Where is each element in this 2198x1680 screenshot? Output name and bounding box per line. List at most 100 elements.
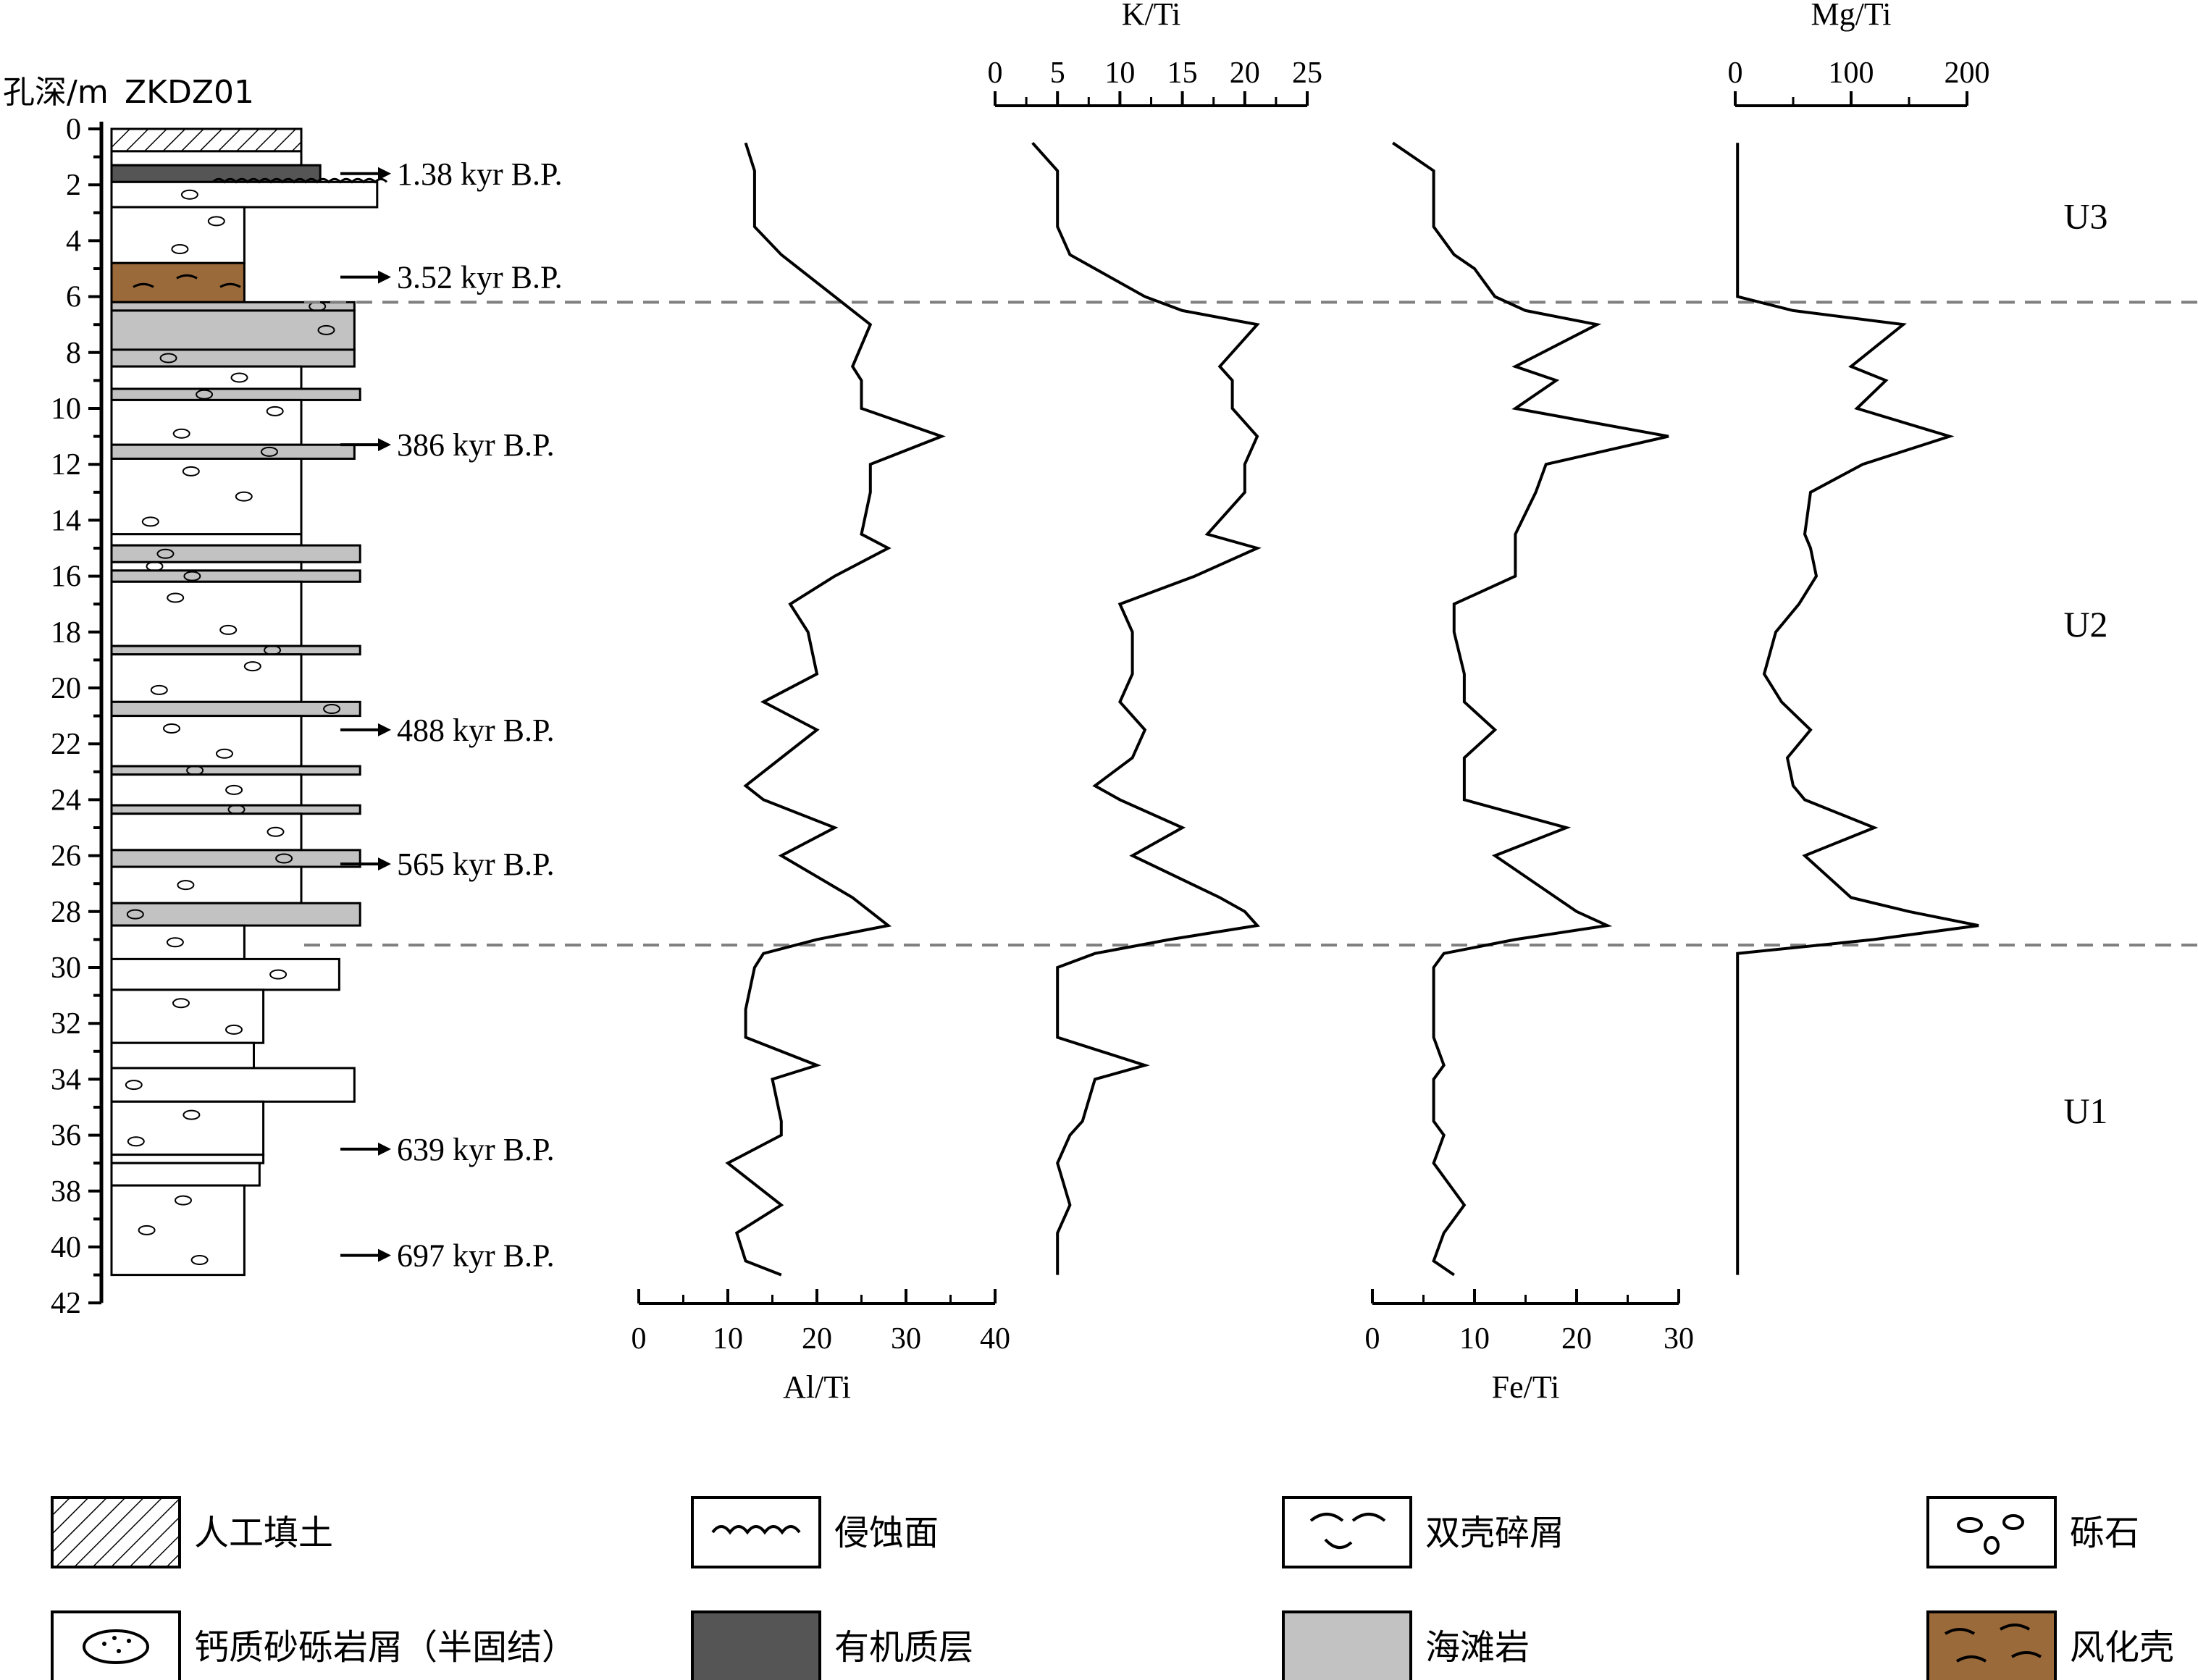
legend-gravel-symbol [2002,1514,2024,1530]
depth-tick-label: 16 [51,560,81,594]
legend-label: 有机质层 [834,1627,973,1668]
gravel-symbol [235,491,253,502]
series-tick-label: 0 [1728,56,1743,90]
depth-tick-label: 2 [66,169,81,202]
gravel-symbol [230,372,248,383]
lithology-layer-gravel [110,715,303,768]
unit-label: U1 [2063,1091,2107,1131]
legend: 人工填土侵蚀面双壳碎屑砾石钙质砂砾岩屑（半固结）有机质层海滩岩风化壳 [51,1496,2174,1680]
erosion-surface [211,177,388,184]
depth-tick-label: 30 [51,952,81,985]
legend-swatch-erosion [691,1496,821,1568]
unit-label: U2 [2063,604,2107,644]
age-arrow-head [378,270,391,284]
legend-calcareous-dot [127,1639,131,1643]
lithology-layer-beachrock [110,765,361,776]
unit-label: U3 [2063,196,2107,237]
lithology-layer-beachrock [110,309,356,351]
gravel-symbol [323,703,341,714]
lithology-layer-beachrock [110,849,361,868]
gravel-symbol [190,1255,209,1266]
series-tick-label: 20 [1230,56,1260,90]
lithology-layer-gravel [110,773,303,807]
age-markers: 1.38 kyr B.P.3.52 kyr B.P.386 kyr B.P.48… [340,156,563,1274]
gravel-symbol [225,784,243,795]
lithology-layer-fill [110,127,303,153]
legend-label: 人工填土 [194,1513,333,1553]
legend-swatch-organic [691,1610,821,1680]
lithology-layer-gravel [110,957,340,991]
gravel-symbol [156,548,175,559]
depth-tick-label: 38 [51,1175,81,1209]
legend-calcareous-dot [117,1649,121,1653]
gravel-symbol [166,937,184,948]
depth-tick-label: 6 [66,281,81,314]
gravel-symbol [163,723,180,734]
series-tick-label: 40 [980,1322,1010,1356]
weathering-symbol [219,282,241,288]
age-arrow-head [378,857,391,871]
series-line [1031,141,1262,1275]
gravel-symbol [171,243,189,254]
core-name: ZKDZ01 [125,74,254,111]
series-tick-label: 10 [713,1322,743,1356]
lithology-layer-beachrock [110,644,361,656]
series-line [1392,141,1669,1277]
legend-label: 双壳碎屑 [1425,1513,1564,1553]
lithology-layer-gravel [110,457,303,536]
lithology-layer-gravel [110,1067,356,1103]
series-tick-label: 10 [1459,1322,1490,1356]
series-tick-label: 0 [988,56,1003,90]
legend-swatch-bivalve [1282,1496,1412,1568]
gravel-symbol [260,446,278,457]
gravel-symbol [127,1136,145,1147]
gravel-symbol [180,189,198,200]
gravel-symbol [167,592,185,603]
legend-calcareous-dot [112,1636,117,1640]
depth-axis-title: 孔深/m [3,74,109,111]
age-label: 1.38 kyr B.P. [397,156,563,192]
age-label: 488 kyr B.P. [397,713,555,748]
gravel-symbol [243,661,261,672]
series-tick-label: 30 [1664,1322,1694,1356]
lithology-layer-gravel [110,580,303,647]
gravel-symbol [183,1109,201,1120]
gravel-symbol [138,1225,156,1235]
depth-tick-label: 8 [66,337,81,370]
lithology-layer-beachrock [110,569,361,583]
series-axis-title: Fe/Ti [1492,1369,1560,1405]
legend-erosion-symbol [711,1525,801,1535]
series-tick-label: 10 [1104,56,1135,90]
gravel-symbol [172,428,190,439]
legend-swatch-beachrock [1282,1610,1412,1680]
depth-tick-label: 42 [51,1287,81,1320]
depth-tick-label: 40 [51,1231,81,1264]
lithology-layer-gravel [110,1100,265,1156]
gravel-symbol [317,324,335,335]
lithology-layer-gravel [110,812,303,852]
series-tick-label: 30 [891,1322,921,1356]
series-lines [725,141,1979,1277]
legend-label: 砾石 [2070,1513,2139,1553]
depth-tick-label: 26 [51,840,81,873]
depth-tick-label: 14 [51,504,81,537]
series-tick-label: 200 [1945,56,1990,90]
lithology-layer-beachrock [110,387,361,401]
gravel-symbol [175,1195,192,1206]
depth-tick-label: 4 [66,224,81,258]
series-axis-title: Mg/Ti [1811,0,1892,32]
depth-tick-label: 22 [51,728,81,761]
gravel-symbol [267,826,285,837]
age-label: 697 kyr B.P. [397,1238,555,1274]
age-label: 386 kyr B.P. [397,427,555,463]
lithology-layer-white [110,1154,265,1164]
legend-bivalve-symbol [1309,1513,1386,1549]
age-label: 639 kyr B.P. [397,1132,555,1167]
legend-swatch-gravel [1926,1496,2057,1568]
lithology-layer-beachrock [110,348,356,368]
legend-swatch-weathering [1926,1610,2057,1680]
